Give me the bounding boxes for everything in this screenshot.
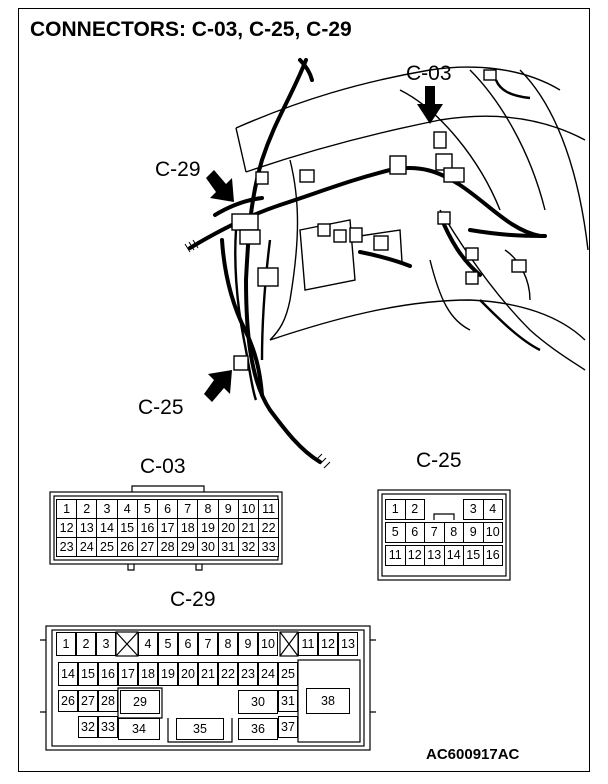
c03-pin: 26 [116, 537, 138, 557]
c25-pin: 6 [404, 522, 425, 543]
c29-pin: 4 [138, 632, 158, 656]
c29-pin: 1 [56, 632, 76, 656]
c25-pin: 7 [424, 522, 445, 543]
c29-pin: 13 [338, 632, 358, 656]
c03-pin: 9 [217, 499, 239, 519]
c29-pin: 20 [178, 662, 198, 686]
c29-pin: 6 [178, 632, 198, 656]
c29-pin: 11 [298, 632, 318, 656]
c29-pin: 16 [98, 662, 118, 686]
c29-pin: 17 [118, 662, 138, 686]
c03-pin: 30 [197, 537, 219, 557]
c03-pin: 13 [76, 518, 98, 538]
c29-pin: 31 [278, 690, 298, 712]
c29-pin: 25 [278, 662, 298, 686]
c29-pin: 34 [118, 718, 160, 740]
c29-pin: 10 [258, 632, 278, 656]
c03-pin: 14 [96, 518, 118, 538]
c25-pin: 13 [424, 545, 445, 566]
c03-pin: 27 [136, 537, 158, 557]
c29-pin: 7 [198, 632, 218, 656]
c29-pin: 24 [258, 662, 278, 686]
c29-pin: 2 [76, 632, 96, 656]
c25-pin: 11 [385, 545, 406, 566]
c29-pin: 32 [78, 716, 98, 738]
c03-pin: 32 [237, 537, 259, 557]
c29-pin: 15 [78, 662, 98, 686]
c29-pin: 30 [238, 690, 278, 714]
c03-pin: 10 [237, 499, 259, 519]
c29-pin: 19 [158, 662, 178, 686]
c03-pin: 3 [96, 499, 118, 519]
c25-pin: 10 [482, 522, 503, 543]
c25-pin: 3 [463, 499, 484, 520]
c03-pin: 33 [258, 537, 280, 557]
c29-pin: 12 [318, 632, 338, 656]
c03-pin: 4 [116, 499, 138, 519]
c25-pin: 8 [443, 522, 464, 543]
c03-pin: 11 [258, 499, 280, 519]
c03-pin: 18 [177, 518, 199, 538]
figure-frame [18, 8, 590, 772]
c29-pin: 3 [96, 632, 116, 656]
c03-pin: 16 [136, 518, 158, 538]
callout-c29: C-29 [155, 158, 201, 181]
c03-pin: 31 [217, 537, 239, 557]
c29-pin: 21 [198, 662, 218, 686]
c29-pin: 36 [238, 718, 278, 740]
c29-pin: 35 [176, 718, 224, 740]
c25-pin: 9 [463, 522, 484, 543]
c29-pin: 8 [218, 632, 238, 656]
c03-pin: 2 [76, 499, 98, 519]
c03-pin: 28 [157, 537, 179, 557]
c03-pin: 7 [177, 499, 199, 519]
c25-pin: 5 [385, 522, 406, 543]
c03-pin: 23 [56, 537, 78, 557]
figure-id: AC600917AC [426, 746, 520, 763]
callout-c25: C-25 [138, 396, 184, 419]
connector-label-c25: C-25 [416, 449, 462, 472]
c03-pin: 29 [177, 537, 199, 557]
c03-pin: 5 [136, 499, 158, 519]
c25-pin: 1 [385, 499, 406, 520]
c25-pin: 15 [463, 545, 484, 566]
c03-pin: 20 [217, 518, 239, 538]
c29-pin: 33 [98, 716, 118, 738]
c29-pin: 27 [78, 690, 98, 712]
c29-pin: 9 [238, 632, 258, 656]
c03-pin: 12 [56, 518, 78, 538]
c03-pin: 24 [76, 537, 98, 557]
c03-pin: 15 [116, 518, 138, 538]
c29-pin: 14 [58, 662, 78, 686]
page-title: CONNECTORS: C-03, C-25, C-29 [30, 18, 352, 41]
c29-pin: 37 [278, 716, 298, 738]
c29-pin: 28 [98, 690, 118, 712]
c25-pin: 2 [404, 499, 425, 520]
c25-pin: 4 [482, 499, 503, 520]
c29-pin: 5 [158, 632, 178, 656]
c03-pin: 21 [237, 518, 259, 538]
c29-pin: 18 [138, 662, 158, 686]
c03-pin: 17 [157, 518, 179, 538]
c29-pin: 26 [58, 690, 78, 712]
c03-pin: 25 [96, 537, 118, 557]
c25-pin: 16 [482, 545, 503, 566]
c03-pin: 22 [258, 518, 280, 538]
c25-pin: 12 [404, 545, 425, 566]
c03-pin: 1 [56, 499, 78, 519]
c25-pin: 14 [443, 545, 464, 566]
c03-pin: 8 [197, 499, 219, 519]
c29-pin: 23 [238, 662, 258, 686]
connector-label-c03: C-03 [140, 455, 186, 478]
c03-pin: 6 [157, 499, 179, 519]
callout-c03: C-03 [406, 62, 452, 85]
connector-label-c29: C-29 [170, 588, 216, 611]
c29-pin: 29 [120, 690, 160, 714]
c29-pin: 38 [306, 688, 350, 714]
c03-pin: 19 [197, 518, 219, 538]
c29-pin: 22 [218, 662, 238, 686]
